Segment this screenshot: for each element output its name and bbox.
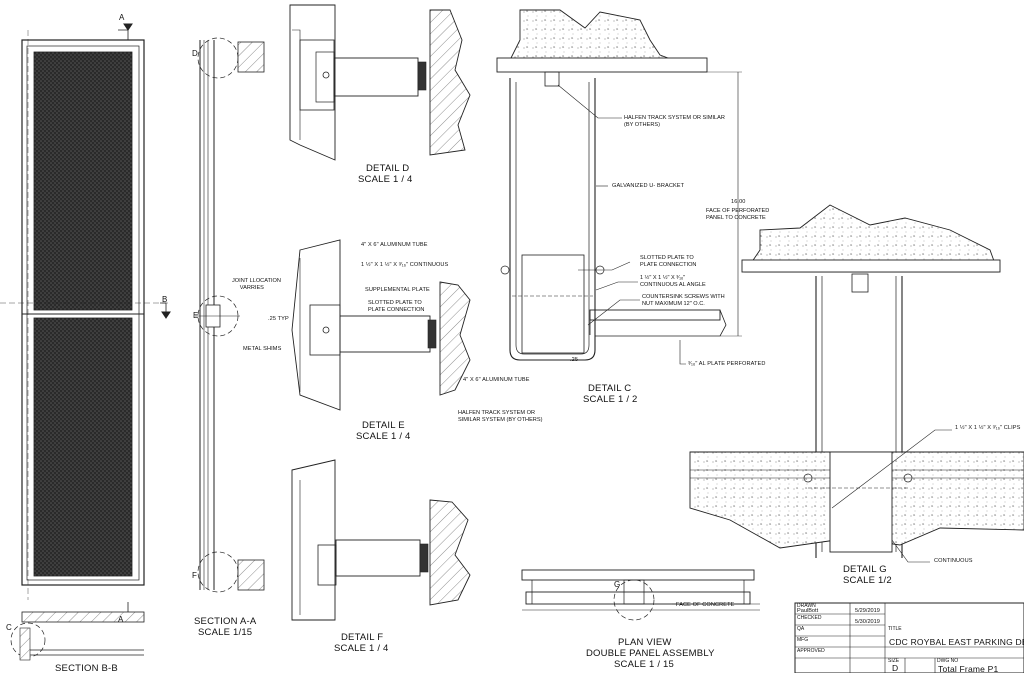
section-aa-scale: SCALE 1/15 — [198, 627, 253, 638]
section-letter-c: C — [6, 623, 12, 632]
detail-letter-f: F — [192, 571, 197, 580]
detail-c-drawing — [496, 9, 742, 365]
detail-e-title: DETAIL E — [362, 420, 405, 431]
tb-approved-label: APPROVED — [797, 648, 825, 654]
note-supplemental-plate: SUPPLEMENTAL PLATE — [365, 287, 430, 293]
note-face-perforated-panel: FACE OF PERFORATED PANEL TO CONCRETE — [706, 208, 770, 221]
detail-letter-e: E — [193, 311, 199, 320]
note-continuous-g: CONTINUOUS — [934, 558, 973, 564]
tb-drawn-date: 5/29/2019 — [855, 608, 880, 614]
detail-f-drawing — [291, 459, 471, 621]
note-joint-location: JOINT LLOCATION VARRIES — [232, 278, 281, 291]
tb-drawn-label: DRAWN — [797, 603, 816, 609]
note-countersink-screws: COUNTERSINK SCREWS WITH NUT MAXIMUM 12" … — [642, 294, 725, 307]
section-letter-a-top: A — [119, 13, 125, 22]
plan-view-scale: SCALE 1 / 15 — [614, 659, 674, 670]
section-letter-a-bottom: A — [118, 615, 124, 624]
dimension-16: 16.00 — [731, 199, 746, 205]
note-face-of-concrete: FACE OF CONCRETE — [676, 602, 735, 608]
note-al-plate-perforated: ³⁄₁₆" AL PLATE PERFORATED — [688, 361, 766, 367]
detail-letter-d: D — [192, 49, 198, 58]
detail-f-title: DETAIL F — [341, 632, 384, 643]
note-galvanized-u-bracket: GALVANIZED U- BRACKET — [612, 183, 685, 189]
note-slotted-plate-c: SLOTTED PLATE TO PLATE CONNECTION — [640, 255, 697, 268]
detail-c-title: DETAIL C — [588, 383, 632, 394]
section-aa-title: SECTION A-A — [194, 616, 257, 627]
tb-checked-label: CHECKED — [797, 615, 822, 621]
tb-size-label: SIZE — [888, 658, 900, 664]
note-halfen-c: HALFEN TRACK SYSTEM OR SIMILAR (BY OTHER… — [624, 115, 725, 128]
section-bb-strip — [10, 611, 145, 661]
tb-checked-date: 5/30/2019 — [855, 619, 880, 625]
note-metal-shims: METAL SHIMS — [243, 346, 282, 352]
tb-size-value: D — [892, 663, 899, 673]
tb-title-label: TITLE — [888, 626, 902, 632]
dimension-25-c: .25 — [570, 357, 579, 363]
detail-d-title: DETAIL D — [366, 163, 410, 174]
detail-d-scale: SCALE 1 / 4 — [358, 174, 413, 185]
detail-c-scale: SCALE 1 / 2 — [583, 394, 638, 405]
elevation-panel — [0, 23, 171, 615]
note-aluminum-tube-e-bottom: 4" X 6" ALUMINUM TUBE — [463, 377, 530, 383]
tb-qa-label: QA — [797, 626, 805, 632]
note-al-angle-c: 1 ½" X 1 ½" X ³⁄₁₆" CONTINUOUS AL ANGLE — [640, 275, 706, 288]
detail-g-drawing — [689, 204, 1024, 563]
plan-view-drawing — [521, 569, 760, 621]
note-clips-g: 1 ½" X 1 ½" X ³⁄₁₆" CLIPS — [955, 425, 1021, 431]
tb-dwg-no-value: Total Frame P1 — [938, 664, 999, 674]
tb-dwg-no-label: DWG NO — [937, 658, 959, 664]
section-letter-b: B — [162, 295, 168, 304]
plan-view-subtitle: DOUBLE PANEL ASSEMBLY — [586, 648, 715, 659]
tb-drawn-value: PaulBott — [797, 608, 819, 614]
tb-title-value: CDC ROYBAL EAST PARKING DECK — [889, 637, 1024, 647]
note-dim-25-typ: .25 TYP — [268, 316, 289, 322]
section-bb-caption: SECTION B-B — [55, 663, 118, 674]
detail-letter-g: G — [614, 580, 621, 589]
detail-d-drawing — [289, 4, 471, 161]
detail-e-drawing — [291, 239, 471, 411]
note-continuous-angle-e: 1 ½" X 1 ½" X ³⁄₁₆" CONTINUOUS — [361, 262, 449, 268]
plan-view-title: PLAN VIEW — [618, 637, 672, 648]
detail-g-title: DETAIL G — [843, 564, 887, 575]
note-aluminum-tube-e: 4" X 6" ALUMINUM TUBE — [361, 242, 428, 248]
note-halfen-e: HALFEN TRACK SYSTEM OR SIMILAR SYSTEM (B… — [458, 410, 543, 423]
note-slotted-plate-e: SLOTTED PLATE TO PLATE CONNECTION — [368, 300, 425, 313]
section-aa-drawing — [195, 37, 265, 593]
tb-mfg-label: MFG — [797, 637, 809, 643]
detail-f-scale: SCALE 1 / 4 — [334, 643, 389, 654]
detail-g-scale: SCALE 1/2 — [843, 575, 892, 586]
detail-e-scale: SCALE 1 / 4 — [356, 431, 411, 442]
